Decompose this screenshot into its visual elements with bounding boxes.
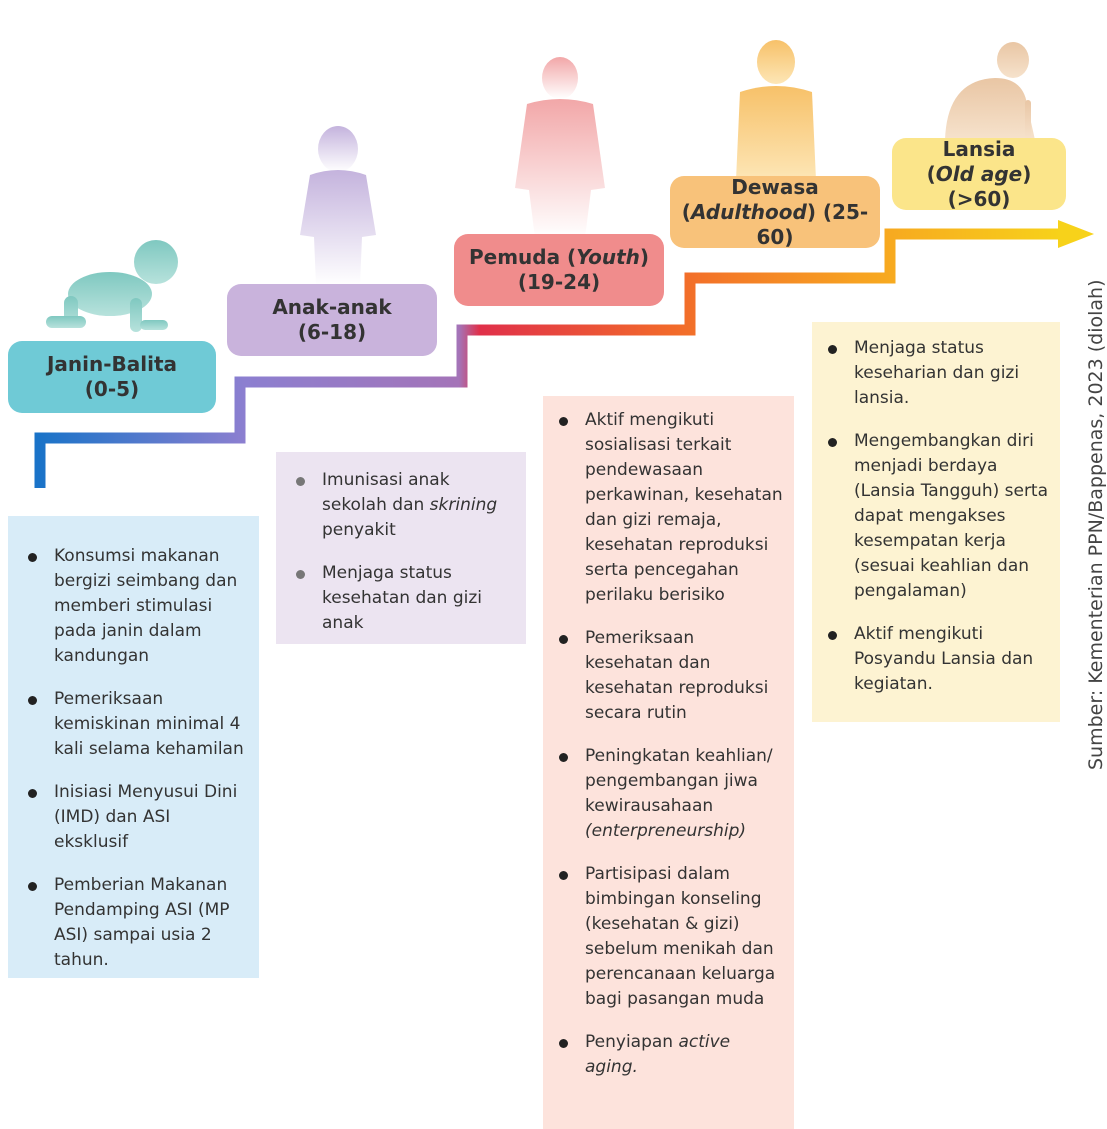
list-item: Menjaga status keseharian dan gizi lansi… [824, 336, 1050, 411]
list-item: Aktif mengikuti Posyandu Lansia dan kegi… [824, 622, 1050, 697]
list-item: Inisiasi Menyusui Dini (IMD) dan ASI eks… [24, 780, 247, 855]
adult-icon [736, 40, 816, 180]
stage-name: Janin-Balita [46, 352, 178, 376]
list-item: Aktif mengikuti sosialisasi terkait pend… [555, 408, 784, 608]
box-pemuda: Aktif mengikuti sosialisasi terkait pend… [543, 396, 794, 1129]
stage-age: (6-18) [297, 320, 367, 344]
stage-label-anak: Anak-anak (6-18) [227, 284, 437, 356]
stage-name: Dewasa [731, 174, 819, 199]
stage-label-lansia: Lansia (Old age) (>60) [892, 136, 1066, 211]
stage-label-dewasa: Dewasa (Adulthood) (25-60) [670, 174, 880, 249]
list-item: Mengembangkan diri menjadi berdaya (Lans… [824, 429, 1050, 604]
list-item: Peningkatan keahlian/ pengembangan jiwa … [555, 744, 784, 844]
stage-name: Anak-anak [272, 295, 392, 319]
stage-age: (Adulthood) (25-60) [681, 199, 869, 249]
list-item: Partisipasi dalam bimbingan konseling (k… [555, 862, 784, 1012]
list-item: Pemberian Makanan Pendamping ASI (MP ASI… [24, 873, 247, 973]
list-item: Menjaga status kesehatan dan gizi anak [292, 561, 514, 636]
stage-name: Lansia [942, 136, 1016, 161]
stage-label-janin: Janin-Balita (0-5) [8, 341, 216, 413]
list-item: Konsumsi makanan bergizi seimbang dan me… [24, 544, 247, 669]
stage-name: Pemuda (Youth) [468, 245, 650, 269]
box-lansia: Menjaga status keseharian dan gizi lansi… [812, 322, 1060, 722]
stage-age: (Old age) (>60) [926, 161, 1032, 211]
child-icon [300, 126, 376, 285]
list-item: Penyiapan active aging. [555, 1030, 784, 1080]
stage-age: (0-5) [84, 377, 140, 401]
elderly-person-icon [945, 42, 1035, 140]
list-item: Imunisasi anak sekolah dan skrining peny… [292, 468, 514, 543]
crawling-baby-icon [46, 240, 178, 332]
list-item: Pemeriksaan kesehatan dan kesehatan repr… [555, 626, 784, 726]
young-person-icon [515, 57, 605, 238]
box-janin: Konsumsi makanan bergizi seimbang dan me… [8, 516, 259, 978]
source-credit: Sumber: Kementerian PPN/Bappenas, 2023 (… [1085, 279, 1107, 770]
box-anak: Imunisasi anak sekolah dan skrining peny… [276, 452, 526, 644]
stage-age: (19-24) [517, 270, 601, 294]
stage-label-pemuda: Pemuda (Youth) (19-24) [454, 234, 664, 306]
list-item: Pemeriksaan kemiskinan minimal 4 kali se… [24, 687, 247, 762]
